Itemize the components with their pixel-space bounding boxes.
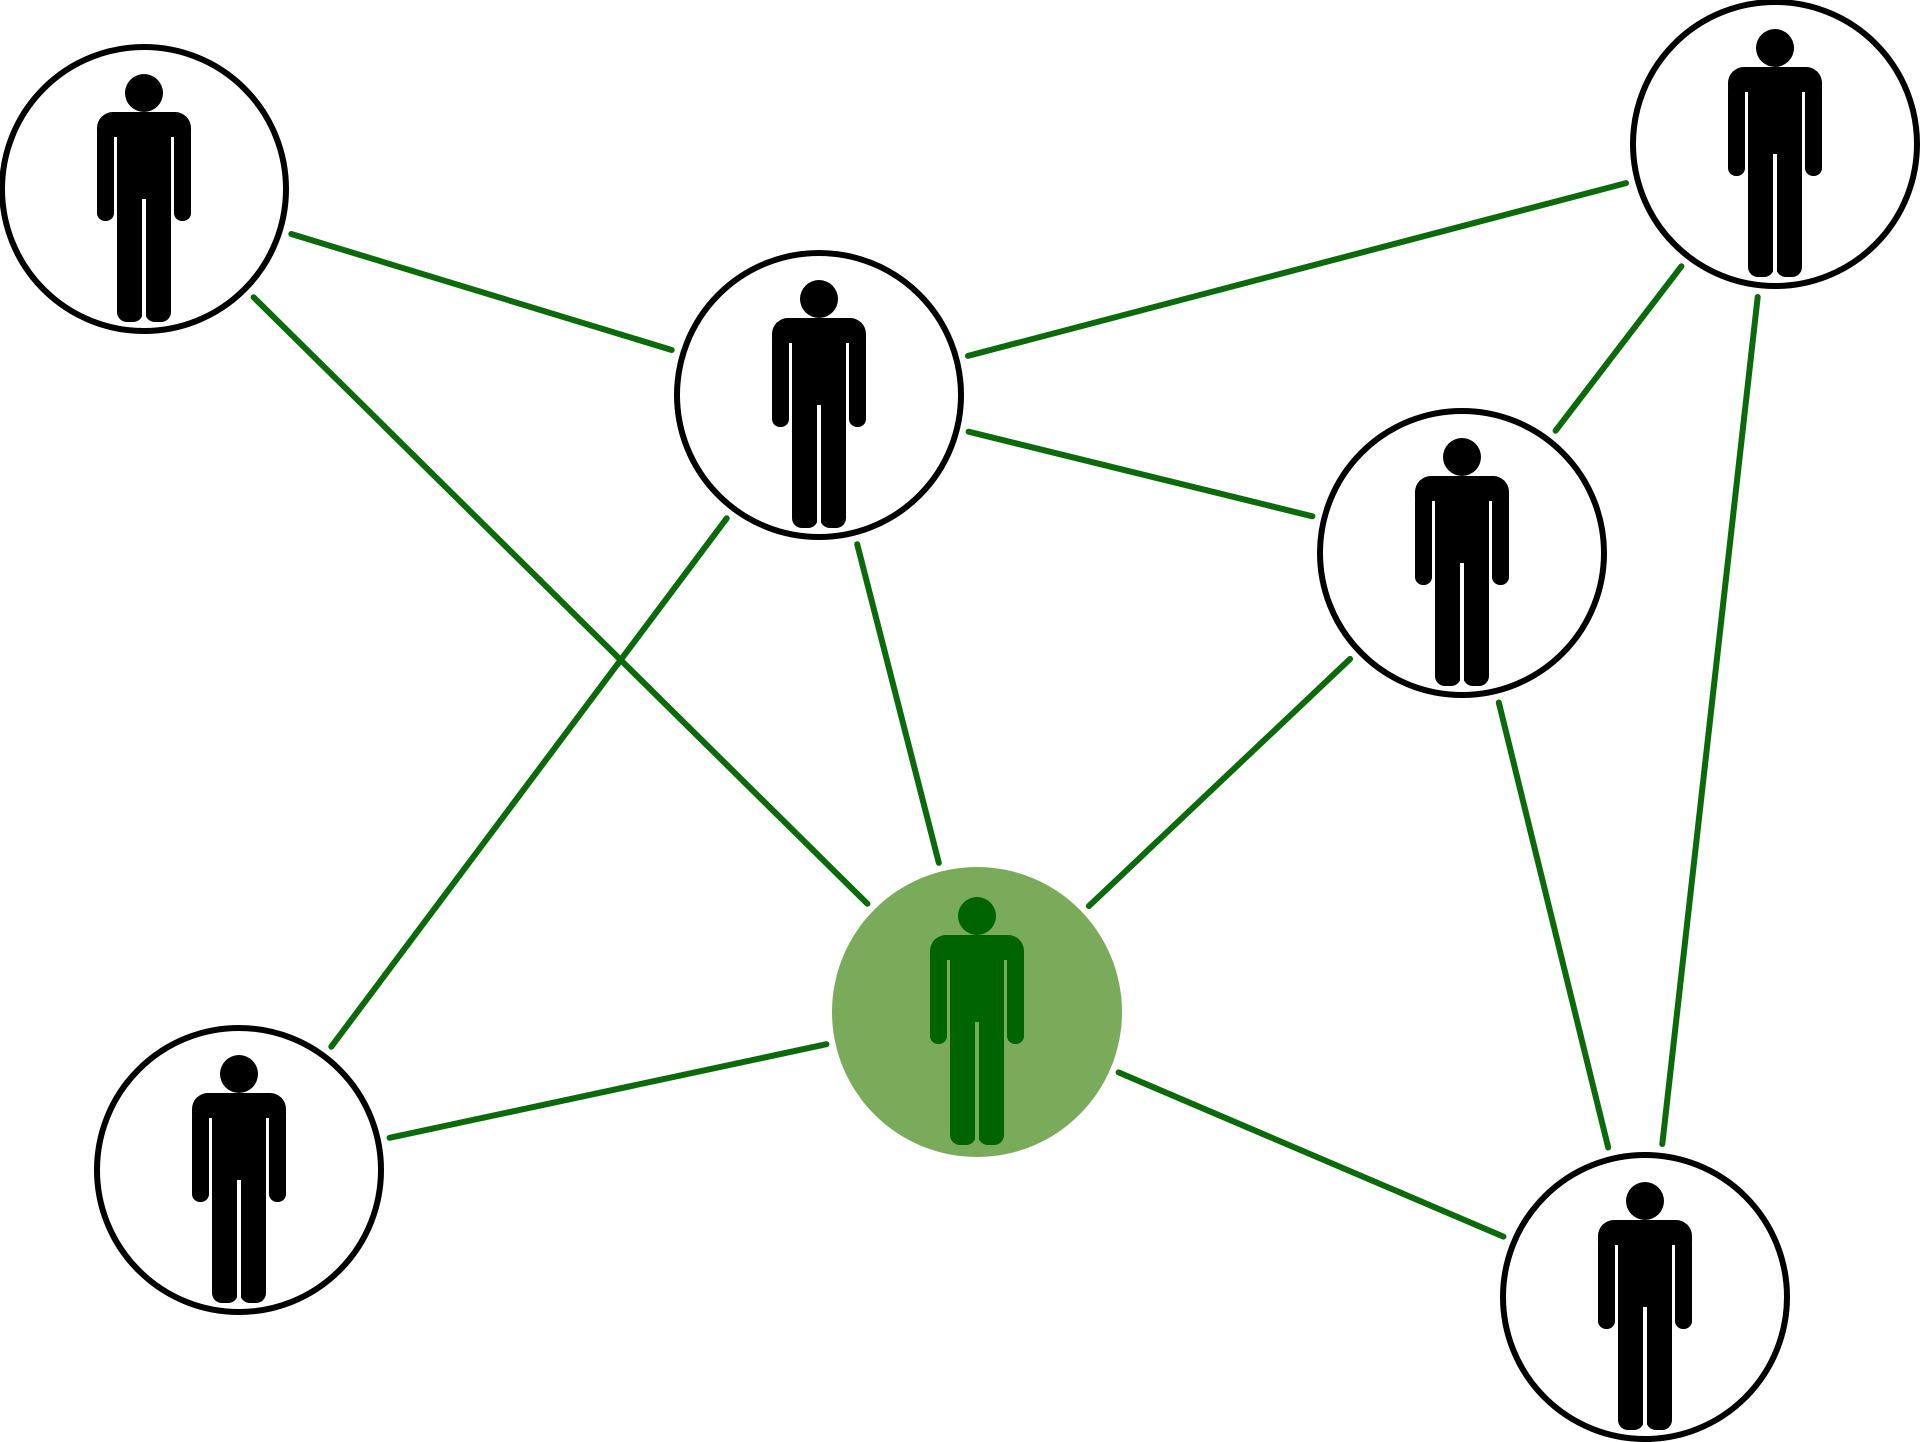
connection-line bbox=[1495, 699, 1612, 1151]
person-icon bbox=[192, 1055, 286, 1305]
person-node-2 bbox=[674, 250, 964, 540]
person-node-7 bbox=[1500, 1152, 1790, 1442]
connection-line bbox=[386, 1041, 830, 1141]
connection-line bbox=[965, 180, 1629, 359]
person-node-3 bbox=[1630, 0, 1920, 289]
connection-line bbox=[1115, 1069, 1507, 1240]
connection-line bbox=[1659, 294, 1761, 1147]
person-node-5 bbox=[832, 867, 1122, 1157]
connection-line bbox=[1085, 655, 1354, 910]
connection-line bbox=[1552, 263, 1685, 434]
person-icon bbox=[772, 280, 866, 530]
person-icon bbox=[97, 74, 191, 324]
connection-line bbox=[250, 294, 871, 907]
edges-layer bbox=[250, 180, 1761, 1240]
person-node-6 bbox=[94, 1025, 384, 1315]
person-icon bbox=[1598, 1182, 1692, 1432]
person-node-1 bbox=[0, 44, 289, 334]
person-icon bbox=[1415, 438, 1509, 688]
person-icon bbox=[1728, 29, 1822, 279]
connection-line bbox=[854, 541, 942, 866]
person-node-4 bbox=[1317, 408, 1607, 698]
connection-line bbox=[328, 515, 730, 1050]
connection-line bbox=[965, 428, 1316, 520]
connection-line bbox=[288, 231, 675, 353]
person-icon bbox=[930, 897, 1024, 1147]
